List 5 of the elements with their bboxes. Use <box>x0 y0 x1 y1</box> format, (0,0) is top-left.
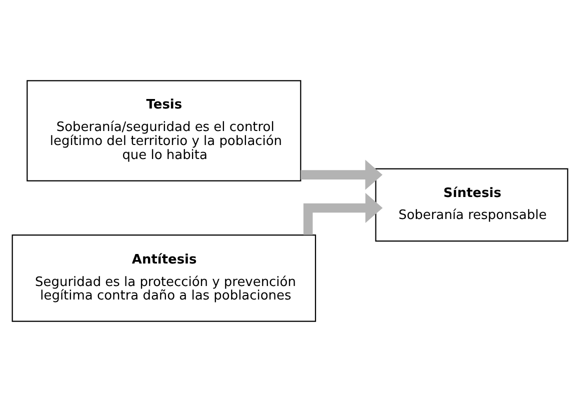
node-box: Síntesis Soberanía responsable <box>375 168 568 242</box>
node-box: Tesis Soberanía/seguridad es el control legítimo del territorio y la población que lo habita <box>26 80 302 181</box>
node-box: Antítesis Seguridad es la protección y prevención legítima contra daño a las poblaciones <box>12 234 316 322</box>
arrow <box>303 192 383 234</box>
arrow <box>300 159 382 190</box>
